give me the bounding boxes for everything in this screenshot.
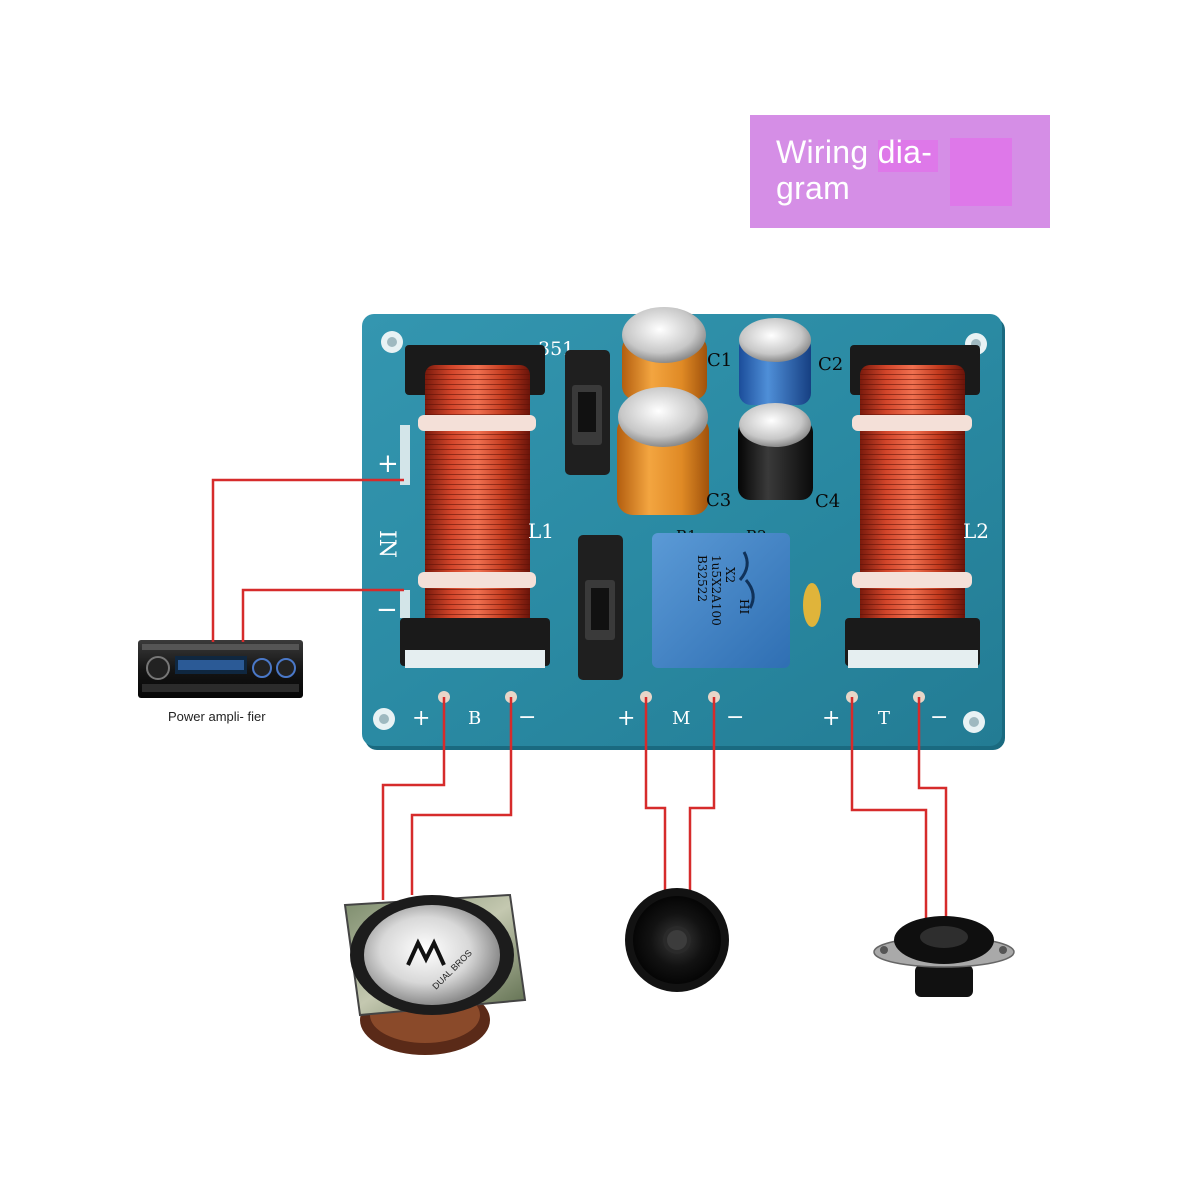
film-text-4: HI xyxy=(737,599,751,614)
title-text: Wiring dia- gram xyxy=(776,134,933,206)
output-b-label: B xyxy=(468,708,481,729)
woofer-speaker: DUAL BROS xyxy=(343,893,527,1055)
label-l2: L2 xyxy=(963,519,989,543)
label-c3: C3 xyxy=(706,490,731,511)
switch-top xyxy=(565,350,610,475)
wire-input-plus xyxy=(211,478,404,642)
wires xyxy=(211,478,948,918)
amplifier-label: Power ampli- fier xyxy=(168,709,266,724)
film-text-3: X2 xyxy=(723,567,737,583)
film-text-1: B32522 xyxy=(695,555,709,602)
output-t-minus: − xyxy=(930,705,948,730)
film-capacitor xyxy=(652,533,790,668)
output-b-minus: − xyxy=(518,705,536,730)
small-capacitor xyxy=(803,583,821,627)
wire-b-minus xyxy=(410,697,513,895)
capacitor-c4 xyxy=(738,403,813,500)
wire-b-plus xyxy=(381,697,446,900)
input-label: IN xyxy=(374,530,399,558)
capacitor-c1 xyxy=(622,307,707,400)
capacitor-c2 xyxy=(739,318,811,405)
inductor-l2 xyxy=(845,345,980,668)
tweeter-speaker xyxy=(873,916,1015,997)
output-m-label: M xyxy=(672,708,690,729)
wire-input-minus xyxy=(241,588,404,642)
label-l1: L1 xyxy=(528,519,554,543)
output-m-minus: − xyxy=(726,705,744,730)
label-c2: C2 xyxy=(818,354,843,375)
input-pad-minus xyxy=(400,590,410,618)
midrange-speaker xyxy=(625,888,729,992)
label-c4: C4 xyxy=(815,491,840,512)
film-text-2: 1u5X2A100 xyxy=(709,555,723,626)
output-t-plus: + xyxy=(822,706,840,731)
wire-m-plus xyxy=(644,697,667,895)
input-plus-label: + xyxy=(377,449,399,479)
capacitor-c3 xyxy=(617,387,709,515)
input-pad-plus xyxy=(400,425,410,485)
inductor-l1 xyxy=(400,345,550,668)
wire-m-minus xyxy=(688,697,716,895)
output-m-plus: + xyxy=(617,706,635,731)
input-minus-label: − xyxy=(376,595,398,625)
wire-t-plus xyxy=(850,697,928,918)
mounting-holes xyxy=(373,331,987,733)
label-c1: C1 xyxy=(707,350,732,371)
output-b-plus: + xyxy=(412,706,430,731)
title-patch-2 xyxy=(950,138,1012,206)
title-patch-1 xyxy=(878,140,938,172)
film-capacitor-text: B32522 1u5X2A100 X2 HI xyxy=(695,555,751,626)
switch-bottom xyxy=(578,535,623,680)
output-t-label: T xyxy=(878,708,890,729)
crossover-board: 351 + IN − L1 L2 xyxy=(362,307,1005,750)
wire-t-minus xyxy=(917,697,948,918)
power-amplifier xyxy=(138,640,303,698)
